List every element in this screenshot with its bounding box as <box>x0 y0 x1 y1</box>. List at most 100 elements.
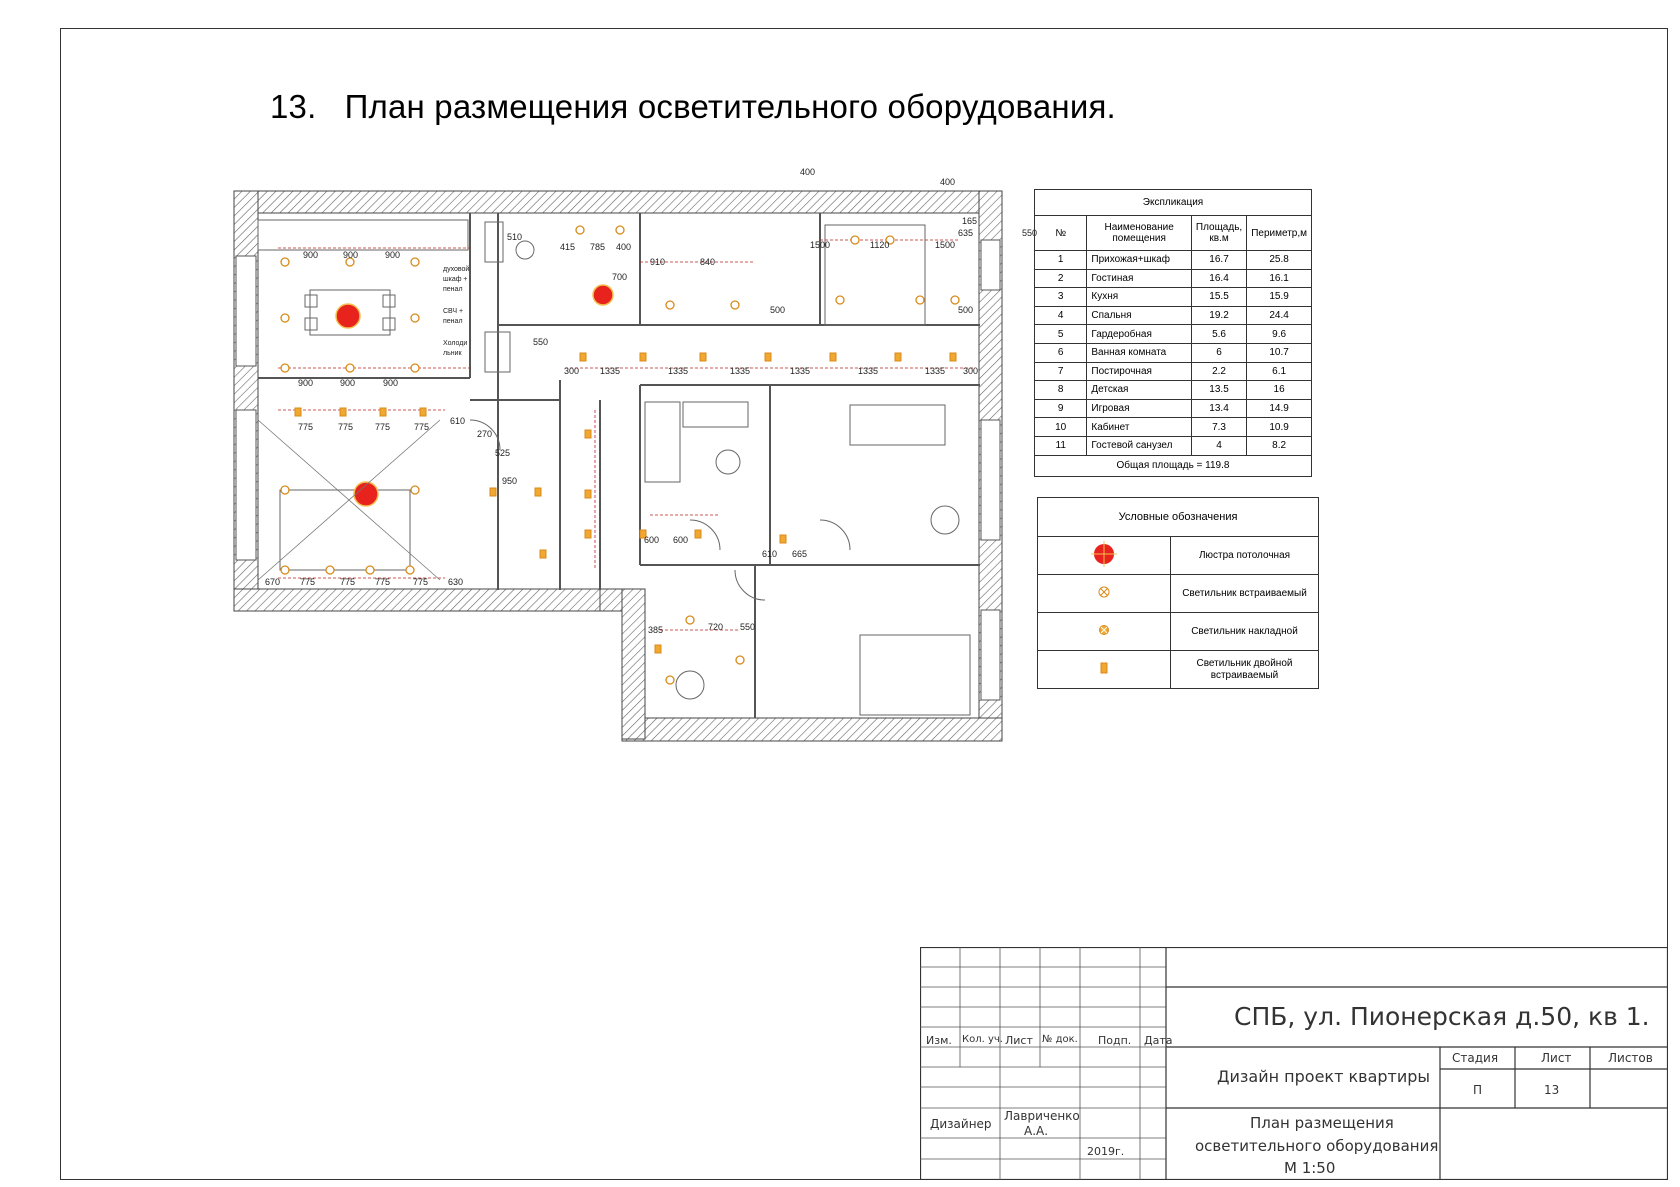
room-perimeter: 25.8 <box>1246 250 1312 270</box>
svg-text:665: 665 <box>792 549 807 559</box>
room-name: Гостиная <box>1086 268 1192 289</box>
svg-text:670: 670 <box>265 577 280 587</box>
stamp-header-list: Лист <box>1005 1034 1033 1047</box>
designer-initials: А.А. <box>1024 1124 1049 1138</box>
legend-label: Светильник накладной <box>1170 612 1319 651</box>
page-title: 13. План размещения осветительного обору… <box>270 88 1116 125</box>
svg-text:льник: льник <box>443 350 463 357</box>
room-name: Игровая <box>1086 398 1192 419</box>
svg-text:1500: 1500 <box>935 240 955 250</box>
room-area: 15.5 <box>1190 287 1248 307</box>
room-number: 11 <box>1033 435 1088 456</box>
svg-text:415: 415 <box>560 242 575 252</box>
svg-text:165: 165 <box>962 216 977 226</box>
stage-value: П <box>1473 1083 1483 1097</box>
room-number: 5 <box>1033 324 1088 344</box>
room-area: 6 <box>1190 342 1248 363</box>
room-name: Кабинет <box>1086 417 1192 437</box>
room-perimeter: 10.7 <box>1246 342 1312 363</box>
svg-text:900: 900 <box>343 250 358 260</box>
room-number: 2 <box>1033 268 1088 289</box>
svg-text:840: 840 <box>700 257 715 267</box>
svg-text:400: 400 <box>616 242 631 252</box>
room-area: 2.2 <box>1190 361 1248 382</box>
svg-text:900: 900 <box>303 250 318 260</box>
svg-text:400: 400 <box>800 167 815 177</box>
legend-row: Светильник накладной <box>1037 612 1319 651</box>
svg-text:700: 700 <box>612 272 627 282</box>
svg-text:775: 775 <box>298 422 313 432</box>
title-block-grid <box>920 947 1668 1180</box>
svg-text:500: 500 <box>958 305 973 315</box>
svg-text:900: 900 <box>298 378 313 388</box>
legend-label: Светильник двойной встраиваемый <box>1170 650 1319 689</box>
room-number: 10 <box>1033 417 1088 437</box>
room-area: 16.7 <box>1190 250 1248 270</box>
explication-total: Общая площадь = 119.8 <box>1034 454 1312 477</box>
svg-text:1120: 1120 <box>870 240 889 250</box>
room-perimeter: 10.9 <box>1246 417 1312 437</box>
svg-text:1500: 1500 <box>810 240 830 250</box>
double-recessed-light-icon <box>1037 650 1171 689</box>
stamp-header-izm: Изм. <box>926 1034 952 1047</box>
designer-name: Лавриченко <box>1004 1109 1080 1123</box>
surface-light-icon <box>1037 612 1171 651</box>
svg-text:1335: 1335 <box>600 366 620 376</box>
legend-caption: Условные обозначения <box>1037 497 1319 537</box>
svg-text:630: 630 <box>448 577 463 587</box>
room-perimeter: 16.1 <box>1246 268 1312 289</box>
svg-text:900: 900 <box>385 250 400 260</box>
room-area: 5.6 <box>1190 324 1248 344</box>
svg-text:610: 610 <box>450 416 465 426</box>
chandelier-icon <box>1037 536 1171 575</box>
svg-text:300: 300 <box>564 366 579 376</box>
room-number: 1 <box>1033 250 1088 270</box>
stamp-header-date: Дата <box>1144 1034 1173 1047</box>
sheet-label: Лист <box>1541 1051 1572 1065</box>
room-perimeter: 6.1 <box>1246 361 1312 382</box>
svg-text:600: 600 <box>673 535 688 545</box>
svg-text:635: 635 <box>958 228 973 238</box>
room-name: Ванная комната <box>1086 342 1192 363</box>
svg-text:775: 775 <box>300 577 315 587</box>
svg-text:910: 910 <box>650 257 665 267</box>
drawing-scale: М 1:50 <box>1284 1159 1336 1177</box>
drawing-title-line1: План размещения <box>1250 1114 1394 1132</box>
room-number: 9 <box>1033 398 1088 419</box>
svg-text:775: 775 <box>413 577 428 587</box>
room-perimeter: 16 <box>1246 380 1312 400</box>
room-number: 6 <box>1033 342 1088 363</box>
sheets-label: Листов <box>1608 1051 1653 1065</box>
room-name: Постирочная <box>1086 361 1192 382</box>
svg-text:510: 510 <box>507 232 522 242</box>
svg-text:775: 775 <box>414 422 429 432</box>
room-perimeter: 15.9 <box>1246 287 1312 307</box>
svg-text:610: 610 <box>762 549 777 559</box>
svg-text:СВЧ +: СВЧ + <box>443 308 463 315</box>
svg-text:775: 775 <box>375 577 390 587</box>
room-number: 3 <box>1033 287 1088 307</box>
legend-label: Люстра потолочная <box>1170 536 1319 575</box>
col-header-perimeter: Периметр,м <box>1246 215 1312 251</box>
col-header-number: № <box>1033 215 1088 251</box>
room-name: Гардеробная <box>1086 324 1192 344</box>
legend-table: Условные обозначения Люстра потолочная С… <box>1037 497 1319 689</box>
designer-role: Дизайнер <box>930 1117 992 1131</box>
room-area: 16.4 <box>1190 268 1248 289</box>
col-header-area: Площадь, кв.м <box>1190 215 1248 251</box>
room-number: 8 <box>1033 380 1088 400</box>
room-area: 4 <box>1190 435 1248 456</box>
room-name: Гостевой санузел <box>1086 435 1192 456</box>
svg-text:1335: 1335 <box>925 366 945 376</box>
svg-text:525: 525 <box>495 448 510 458</box>
